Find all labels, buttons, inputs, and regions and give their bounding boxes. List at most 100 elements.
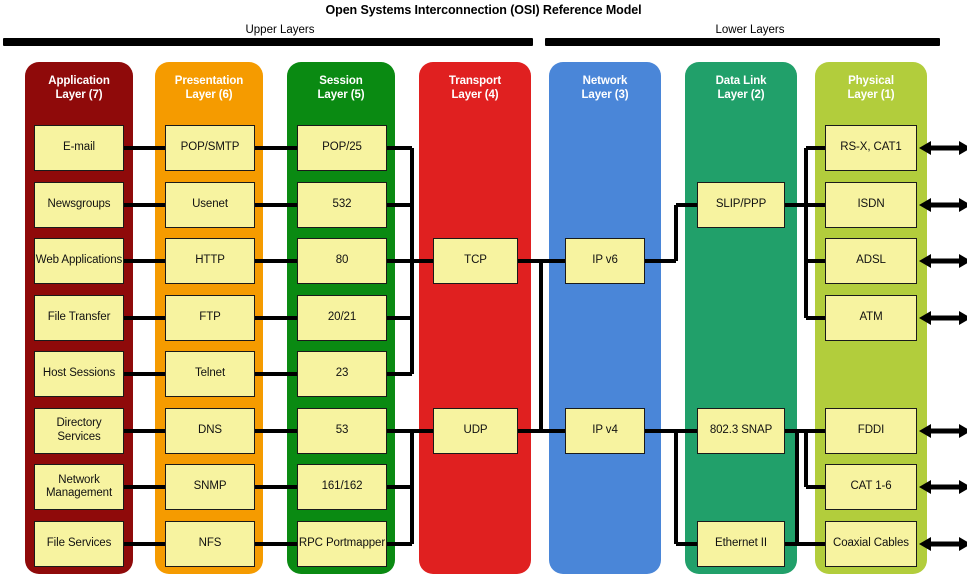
protocol-box[interactable]: SNMP: [165, 464, 255, 510]
connector-bus-physical-row2: [806, 202, 825, 207]
protocol-box[interactable]: Directory Services: [34, 407, 124, 454]
bus-ethernetii-coax-vertical: [795, 430, 799, 544]
bidirectional-arrow-icon: [919, 423, 967, 439]
layer-column-transport: Transport Layer (4): [419, 62, 531, 574]
protocol-box[interactable]: RS-X, CAT1: [825, 125, 917, 171]
connector-slipppp-bus: [785, 202, 806, 207]
layer-title-line2: Layer (6): [185, 89, 233, 101]
protocol-box[interactable]: IP v4: [565, 407, 645, 454]
protocol-box[interactable]: 20/21: [297, 294, 387, 341]
layer-title-network: Network Layer (3): [549, 74, 661, 102]
layer-title-transport: Transport Layer (4): [419, 74, 531, 102]
connector-sess-bus-row6: [387, 428, 412, 433]
protocol-box[interactable]: File Transfer: [34, 294, 124, 341]
protocol-box[interactable]: SLIP/PPP: [697, 181, 785, 228]
bus-transport-network-vertical: [539, 261, 543, 431]
protocol-box[interactable]: Telnet: [165, 351, 255, 397]
connector-bus-physical-row8: [797, 541, 825, 546]
connector-pres-sess-row3: [255, 259, 297, 263]
connector-pres-sess-row8: [255, 541, 297, 546]
protocol-box[interactable]: IP v6: [565, 238, 645, 284]
protocol-box[interactable]: POP/25: [297, 125, 387, 171]
connector-bus-physical-row3: [806, 259, 825, 263]
layer-title-line1: Network: [582, 75, 628, 87]
connector-sess-bus-row1: [387, 146, 412, 150]
layer-title-line2: Layer (2): [717, 89, 765, 101]
layer-title-line2: Layer (1): [847, 89, 895, 101]
protocol-box[interactable]: DNS: [165, 407, 255, 454]
connector-ethernetii-bus: [785, 541, 797, 546]
protocol-box[interactable]: 161/162: [297, 464, 387, 510]
layer-title-line1: Presentation: [174, 75, 244, 87]
connector-app-pres-row7: [124, 485, 165, 489]
protocol-box[interactable]: 532: [297, 181, 387, 228]
protocol-box[interactable]: CAT 1-6: [825, 464, 917, 510]
protocol-box[interactable]: E-mail: [34, 125, 124, 171]
connector-sess-bus-row8: [387, 541, 412, 546]
protocol-box[interactable]: Host Sessions: [34, 351, 124, 397]
protocol-box[interactable]: FTP: [165, 294, 255, 341]
bidirectional-arrow-icon: [919, 197, 967, 213]
protocol-box[interactable]: POP/SMTP: [165, 125, 255, 171]
connector-sess-bus-row3: [387, 259, 412, 263]
connector-pres-sess-row6: [255, 428, 297, 433]
connector-pres-sess-row1: [255, 146, 297, 150]
connector-ipv4-8023snap: [645, 428, 697, 433]
protocol-box[interactable]: RPC Portmapper: [297, 520, 387, 567]
layer-title-line2: Layer (7): [55, 89, 103, 101]
connector-bus-physical-row4: [806, 315, 825, 320]
connector-pres-sess-row4: [255, 315, 297, 320]
connector-pres-sess-row7: [255, 485, 297, 489]
connector-ipv6-bus: [645, 259, 676, 263]
protocol-box[interactable]: Web Applications: [34, 238, 124, 284]
protocol-box[interactable]: NFS: [165, 520, 255, 567]
protocol-box[interactable]: Network Management: [34, 464, 124, 510]
bus-udp-vertical: [410, 430, 414, 544]
connector-sess-bus-row7: [387, 485, 412, 489]
connector-bus-tcp: [412, 259, 433, 263]
upper-layers-bar: [3, 38, 533, 46]
bidirectional-arrow-icon: [919, 479, 967, 495]
protocol-box[interactable]: TCP: [433, 238, 518, 284]
bidirectional-arrow-icon: [919, 310, 967, 326]
bidirectional-arrow-icon: [919, 253, 967, 269]
connector-app-pres-row3: [124, 259, 165, 263]
bus-physical-upper-vertical: [804, 148, 808, 318]
protocol-box[interactable]: FDDI: [825, 407, 917, 454]
connector-bus-physical-row6: [806, 428, 825, 433]
bus-ipv6-slipppp-vertical: [674, 204, 678, 261]
layer-title-line2: Layer (3): [581, 89, 629, 101]
lower-layers-label: Lower Layers: [715, 24, 785, 36]
protocol-box[interactable]: 53: [297, 407, 387, 454]
protocol-box[interactable]: 80: [297, 238, 387, 284]
layer-title-physical: Physical Layer (1): [815, 74, 927, 102]
protocol-box[interactable]: Newsgroups: [34, 181, 124, 228]
layer-title-line2: Layer (5): [317, 89, 365, 101]
connector-bus-physical-row1: [806, 146, 825, 150]
bidirectional-arrow-icon: [919, 536, 967, 552]
protocol-box[interactable]: Ethernet II: [697, 520, 785, 567]
layer-title-presentation: Presentation Layer (6): [155, 74, 263, 102]
layer-title-line1: Application: [48, 75, 110, 87]
protocol-box[interactable]: File Services: [34, 520, 124, 567]
protocol-box[interactable]: UDP: [433, 407, 518, 454]
upper-layers-label: Upper Layers: [245, 24, 315, 36]
protocol-box[interactable]: Coaxial Cables: [825, 520, 917, 567]
protocol-box[interactable]: ISDN: [825, 181, 917, 228]
protocol-box[interactable]: ADSL: [825, 238, 917, 284]
connector-app-pres-row4: [124, 315, 165, 320]
connector-pres-sess-row2: [255, 202, 297, 207]
protocol-box[interactable]: 23: [297, 351, 387, 397]
bus-physical-lower-vertical: [804, 430, 808, 487]
connector-pres-sess-row5: [255, 372, 297, 376]
protocol-box[interactable]: 802.3 SNAP: [697, 407, 785, 454]
protocol-box[interactable]: Usenet: [165, 181, 255, 228]
connector-sess-bus-row5: [387, 372, 412, 376]
protocol-box[interactable]: ATM: [825, 294, 917, 341]
connector-bus-udp: [412, 428, 433, 433]
connector-app-pres-row8: [124, 541, 165, 546]
layer-title-line2: Layer (4): [451, 89, 499, 101]
layer-title-application: Application Layer (7): [25, 74, 133, 102]
protocol-box[interactable]: HTTP: [165, 238, 255, 284]
